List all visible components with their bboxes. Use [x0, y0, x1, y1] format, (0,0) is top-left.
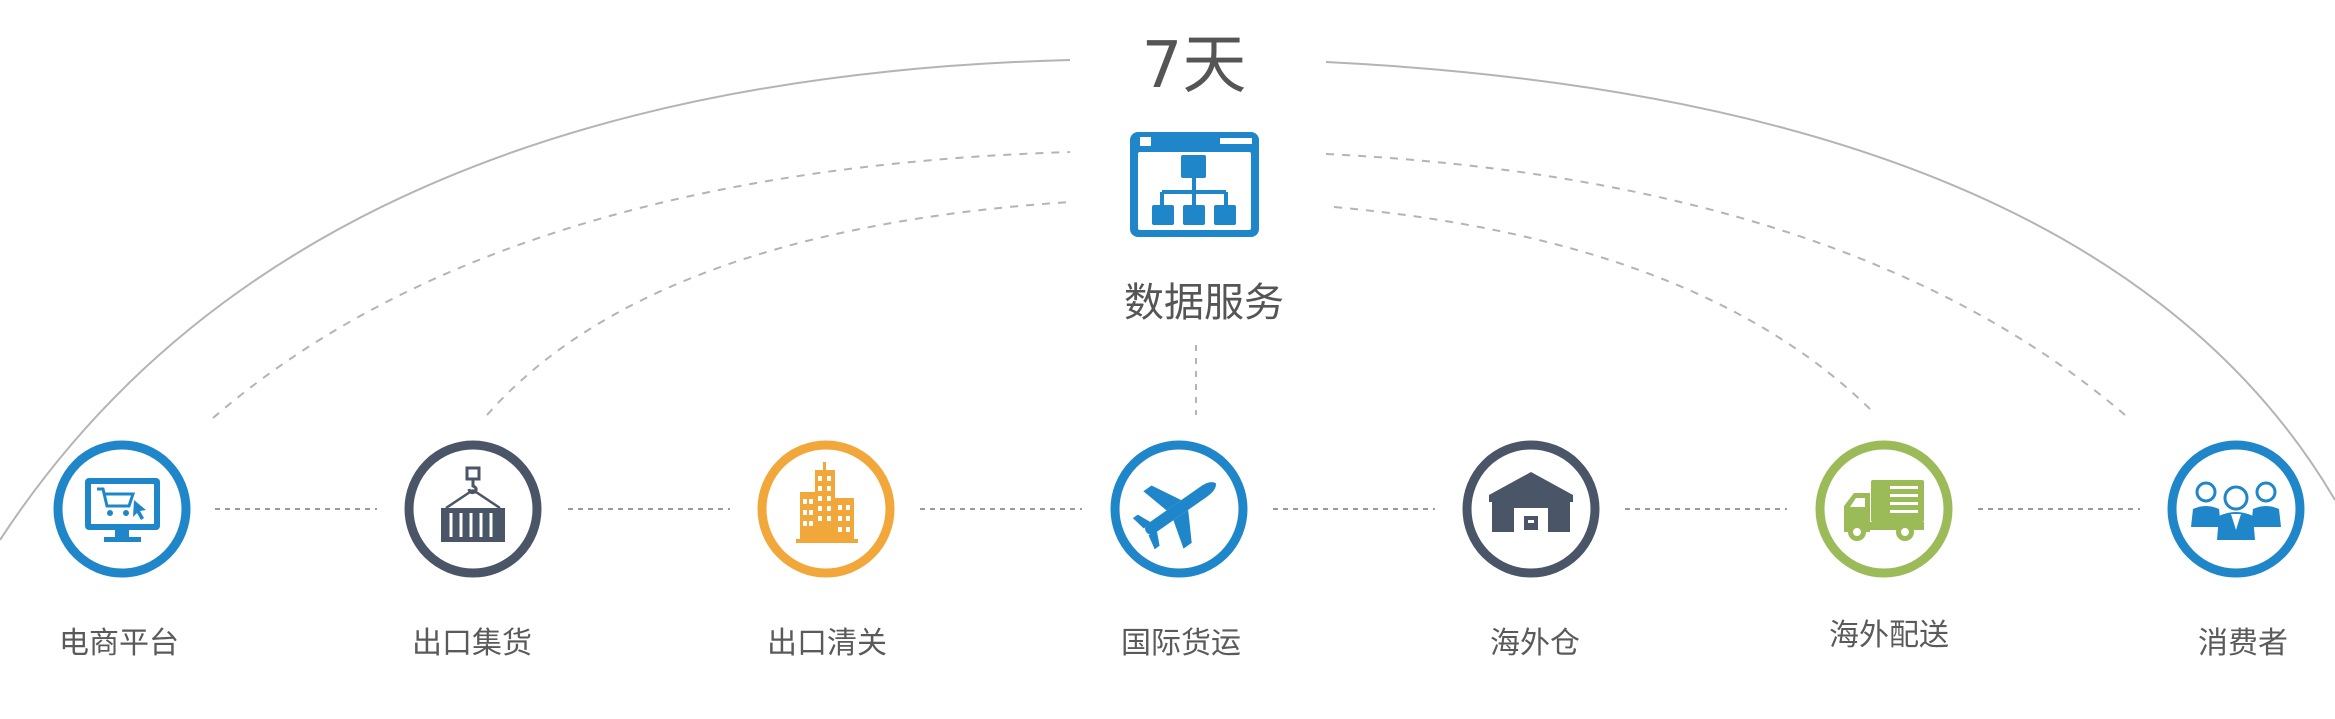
middle-arc-left — [212, 151, 1071, 419]
outer-arc-right — [1325, 61, 2335, 501]
step-label-export-consolidation: 出口集货 — [412, 626, 532, 661]
center-title: 7天 — [1141, 29, 1247, 103]
buildings-icon — [796, 462, 858, 543]
data-service-label: 数据服务 — [1124, 280, 1284, 326]
warehouse-icon — [1489, 472, 1573, 532]
step-label-ecommerce: 电商平台 — [59, 626, 179, 661]
step-circle-ecommerce — [53, 440, 191, 578]
step-circle-export-consolidation — [404, 440, 542, 578]
step-circle-overseas-delivery — [1815, 440, 1953, 578]
inner-arc-right — [1333, 206, 1874, 413]
step-label-overseas-warehouse: 海外仓 — [1490, 626, 1580, 661]
container-crane-icon — [441, 466, 505, 542]
outer-arc-left — [0, 59, 1071, 541]
inner-arc-left — [486, 201, 1071, 416]
step-circle-international-freight — [1110, 440, 1248, 578]
step-label-international-freight: 国际货运 — [1121, 626, 1241, 661]
step-label-consumer: 消费者 — [2198, 626, 2288, 661]
step-circle-overseas-warehouse — [1462, 440, 1600, 578]
airplane-icon — [1132, 482, 1216, 550]
shopping-cart-monitor-icon — [85, 478, 160, 542]
step-circle-consumer — [2167, 440, 2305, 578]
delivery-truck-icon — [1844, 480, 1924, 541]
step-label-export-customs: 出口清关 — [767, 626, 887, 661]
step-circle-export-customs — [757, 440, 895, 578]
step-label-overseas-delivery: 海外配送 — [1829, 618, 1949, 653]
middle-arc-right — [1325, 153, 2126, 416]
people-icon — [2191, 481, 2281, 540]
data-network-icon — [1130, 132, 1259, 237]
